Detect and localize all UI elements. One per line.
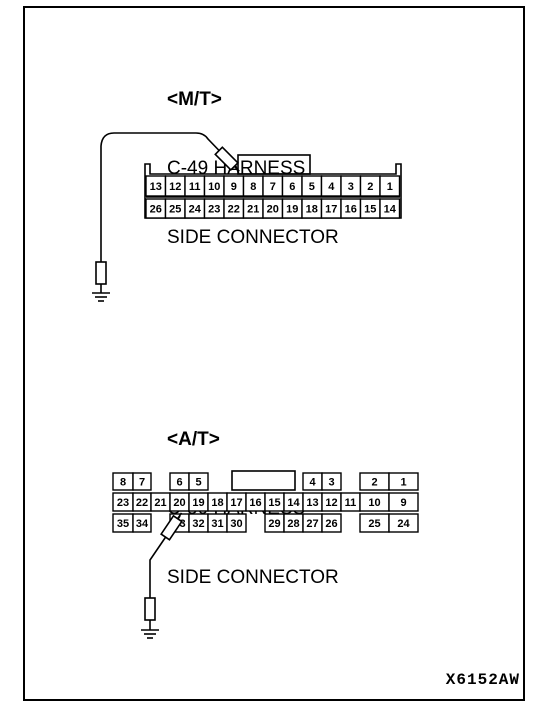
at-pin-24-cell	[388, 513, 419, 533]
at-pin-1-cell	[388, 472, 419, 491]
mt-ground-clip	[95, 261, 107, 285]
mt-pin-12-label: 12	[169, 181, 181, 193]
mt-pin-15-label: 15	[364, 204, 376, 216]
at-pin-15-label: 15	[268, 497, 280, 509]
at-pin-4-label: 4	[309, 477, 316, 489]
mt-pin-4-label: 4	[328, 181, 335, 193]
mt-pin-10-label: 10	[208, 181, 220, 193]
at-pin-8-label: 8	[120, 477, 126, 489]
at-probe	[141, 512, 183, 639]
mt-connector	[144, 154, 402, 219]
at-pin-26-cell	[321, 513, 342, 533]
mt-pin-3-label: 3	[348, 181, 354, 193]
at-pin-7-cell	[132, 472, 152, 491]
mt-pin-1-label: 1	[387, 181, 393, 193]
mt-pin-20-label: 20	[267, 204, 279, 216]
at-pin-1-label: 1	[400, 477, 406, 489]
at-pin-6-label: 6	[176, 477, 182, 489]
at-pin-35-label: 35	[117, 518, 129, 530]
at-pin-34-cell	[132, 513, 152, 533]
mt-pin-7-label: 7	[270, 181, 276, 193]
at-connector	[231, 470, 296, 491]
mt-pin-19-label: 19	[286, 204, 298, 216]
at-pin-30-cell	[226, 513, 247, 533]
mt-pin-8-label: 8	[250, 181, 256, 193]
at-connector-desc: SIDE CONNECTOR	[167, 567, 339, 588]
at-pin-20-label: 20	[173, 497, 185, 509]
mt-pin-13-label: 13	[150, 181, 162, 193]
at-pin-26-label: 26	[325, 518, 337, 530]
mt-pin-6-label: 6	[289, 181, 295, 193]
at-pin-31-label: 31	[211, 518, 223, 530]
mt-pin-17-label: 17	[325, 204, 337, 216]
diagram-frame	[23, 6, 525, 701]
at-ground-clip	[144, 597, 156, 621]
at-pin-9-cell	[388, 492, 419, 512]
mt-pin-2-label: 2	[367, 181, 373, 193]
at-pin-32-label: 32	[192, 518, 204, 530]
mt-pin-21-label: 21	[247, 204, 259, 216]
at-pin-12-label: 12	[325, 497, 337, 509]
at-pin-27-label: 27	[306, 518, 318, 530]
at-pin-10-label: 10	[368, 497, 380, 509]
mt-tag: <M/T>	[167, 89, 222, 110]
at-pin-3-label: 3	[328, 477, 334, 489]
at-pin-23-label: 23	[117, 497, 129, 509]
at-pin-34-label: 34	[136, 518, 149, 530]
figure-code: X6152AW	[445, 671, 520, 689]
mt-housing	[144, 163, 402, 219]
mt-pin-26-label: 26	[150, 204, 162, 216]
mt-connector-desc: SIDE CONNECTOR	[167, 227, 339, 248]
at-pin-2-label: 2	[371, 477, 377, 489]
mt-pin-1-cell	[379, 175, 401, 197]
mt-probe-tip	[214, 146, 240, 172]
mt-pin-25-label: 25	[169, 204, 181, 216]
mt-pin-24-label: 24	[189, 204, 202, 216]
at-pin-25-label: 25	[368, 518, 380, 530]
at-pin-22-label: 22	[136, 497, 148, 509]
mt-pin-11-label: 11	[189, 181, 201, 193]
mt-pin-5-label: 5	[309, 181, 315, 193]
mt-pin-14-cell	[379, 198, 401, 219]
at-pin-17-label: 17	[230, 497, 242, 509]
at-pin-21-label: 21	[154, 497, 166, 509]
at-pin-5-label: 5	[195, 477, 201, 489]
at-pin-7-label: 7	[139, 477, 145, 489]
at-pin-14-label: 14	[287, 497, 300, 509]
mt-pin-16-label: 16	[345, 204, 357, 216]
mt-pin-9-label: 9	[231, 181, 237, 193]
at-lock-tab	[231, 470, 296, 491]
mt-pin-22-label: 22	[228, 204, 240, 216]
at-pin-30-label: 30	[230, 518, 242, 530]
at-probe-tip	[160, 512, 183, 541]
at-pin-18-label: 18	[211, 497, 223, 509]
mt-probe-wire	[100, 132, 235, 262]
at-tag: <A/T>	[167, 429, 220, 450]
at-pin-16-label: 16	[249, 497, 261, 509]
at-pin-24-label: 24	[397, 518, 410, 530]
mt-lock-tab	[237, 154, 311, 175]
at-pin-3-cell	[321, 472, 342, 491]
at-pin-13-label: 13	[306, 497, 318, 509]
mt-pin-18-label: 18	[306, 204, 318, 216]
mt-probe	[92, 132, 240, 302]
at-pin-11-label: 11	[345, 497, 357, 509]
at-pin-29-label: 29	[268, 518, 280, 530]
at-pin-19-label: 19	[192, 497, 204, 509]
mt-pin-23-label: 23	[208, 204, 220, 216]
at-pin-28-label: 28	[287, 518, 299, 530]
mt-pin-14-label: 14	[384, 204, 397, 216]
at-pin-5-cell	[188, 472, 209, 491]
at-pin-9-label: 9	[400, 497, 406, 509]
